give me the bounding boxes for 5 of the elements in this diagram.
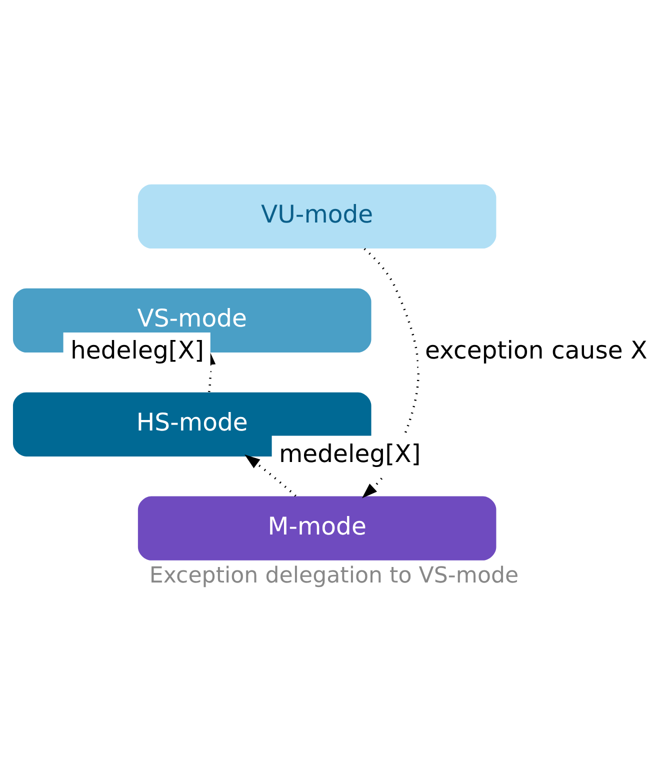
caption: Exception delegation to VS-mode — [149, 562, 519, 589]
edge-label: exception cause X — [425, 336, 648, 365]
arrow — [244, 454, 296, 497]
node-box: VU-mode — [138, 184, 496, 249]
node-box: M-mode — [138, 496, 496, 560]
